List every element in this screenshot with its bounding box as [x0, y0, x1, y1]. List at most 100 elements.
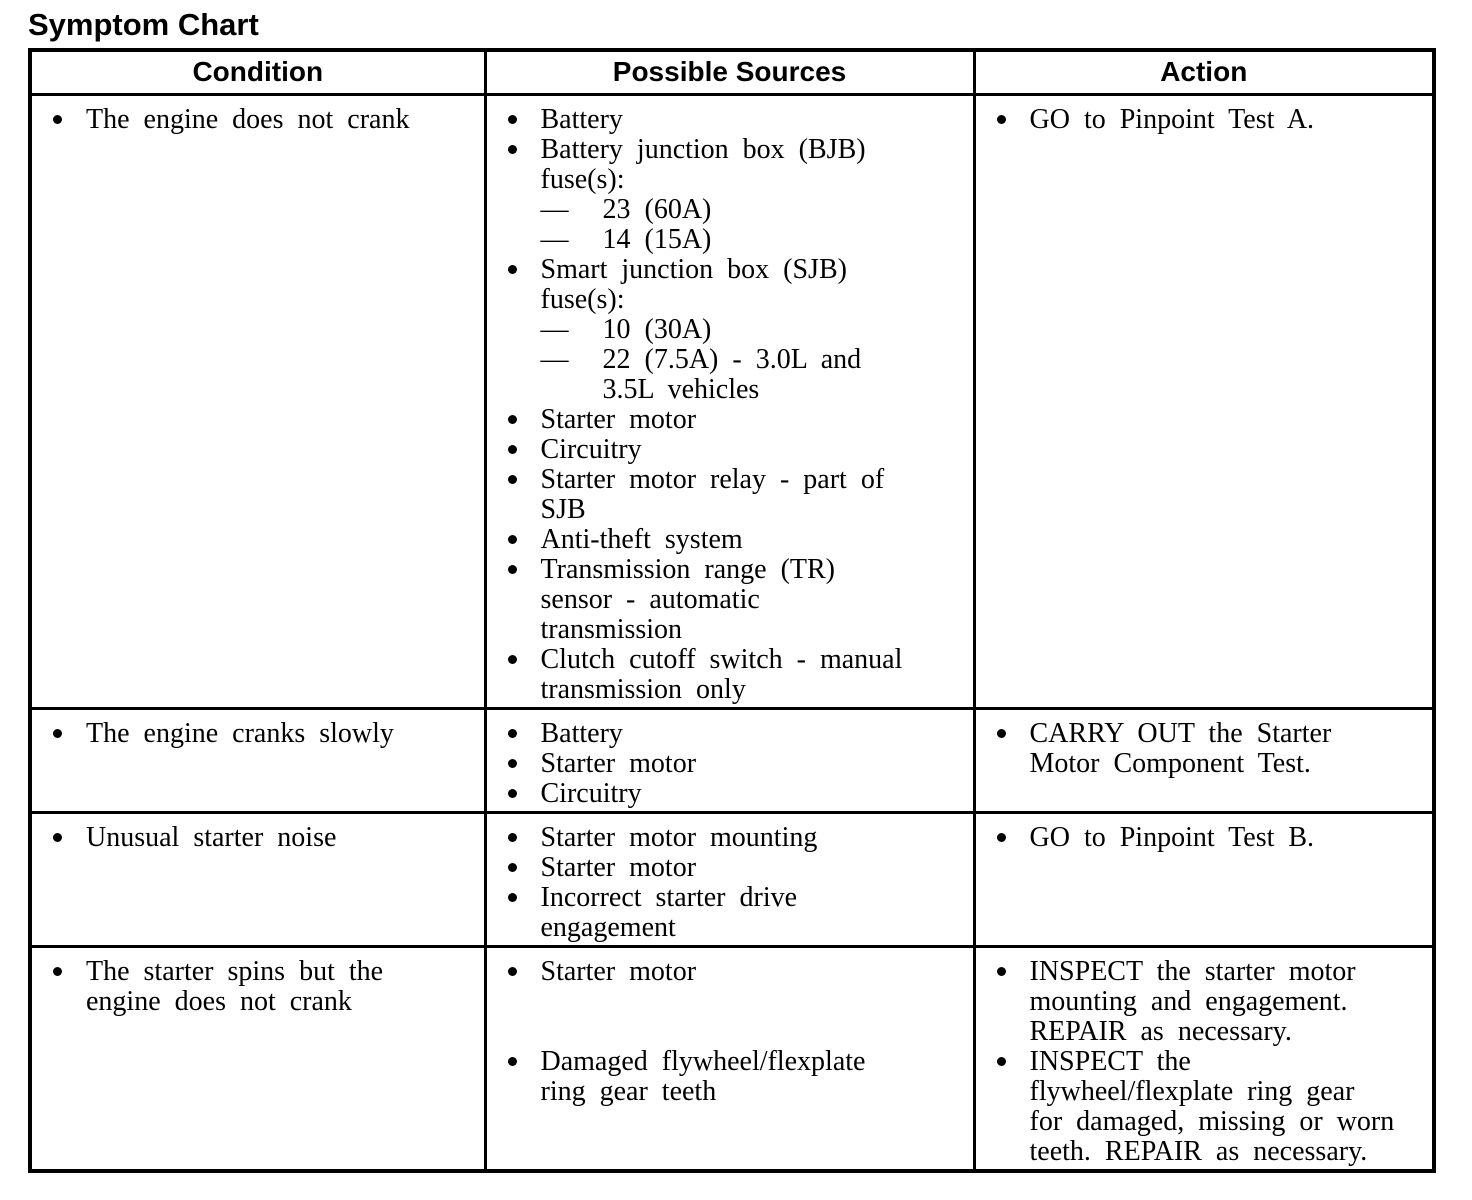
sub-list-item-text: 22 (7.5A) - 3.0L and 3.5L vehicles [602, 344, 862, 405]
action-cell: CARRY OUT the Starter Motor Component Te… [972, 707, 1436, 814]
list-item: Circuitry [501, 779, 967, 809]
column-header-action: Action [972, 48, 1436, 96]
list-item-text: Circuitry [540, 778, 642, 809]
sub-list-item: — 23 (60A) [541, 195, 967, 225]
table-header-row: Condition Possible Sources Action [28, 48, 1436, 96]
bullet-icon [996, 1057, 1006, 1066]
list-item-text: Starter motor mounting [540, 822, 818, 853]
condition-cell: The starter spins but the engine does no… [28, 945, 487, 1173]
bullet-icon [507, 535, 517, 544]
column-header-condition: Condition [28, 48, 487, 96]
sub-list-item-text: 23 (60A) [602, 194, 712, 225]
dash-icon: — [540, 194, 569, 225]
list-item-text: The starter spins but the engine does no… [86, 956, 384, 1017]
bullet-icon [53, 967, 62, 976]
bullet-icon [507, 789, 517, 798]
bullet-icon [507, 655, 517, 664]
page-title: Symptom Chart [28, 7, 259, 42]
list-item-text: Damaged flywheel/flexplate ring gear tee… [540, 1046, 866, 1107]
bullet-icon [507, 565, 517, 574]
action-cell: GO to Pinpoint Test A. [972, 93, 1436, 710]
list-item-text: GO to Pinpoint Test A. [1029, 104, 1315, 135]
action-cell: GO to Pinpoint Test B. [972, 811, 1436, 948]
list-item: Damaged flywheel/flexplate ring gear tee… [501, 1047, 967, 1107]
bullet-icon [507, 863, 517, 872]
bullet-icon [507, 833, 517, 842]
list-item: INSPECT the flywheel/flexplate ring gear… [990, 1047, 1427, 1167]
list-item-text: Starter motor [540, 748, 697, 779]
bullet-icon [53, 729, 62, 738]
list-item-text: Incorrect starter drive engagement [540, 882, 798, 943]
list-item-text: Anti-theft system [540, 524, 743, 555]
sub-list-item: —22 (7.5A) - 3.0L and 3.5L vehicles [541, 345, 967, 405]
bullet-icon [996, 729, 1006, 738]
list-item-text: Clutch cutoff switch - manual transmissi… [540, 644, 903, 705]
dash-icon: — [540, 314, 569, 345]
list-item-text: GO to Pinpoint Test B. [1029, 822, 1315, 853]
bullet-icon [507, 729, 517, 738]
bullet-icon [507, 415, 517, 424]
bullet-icon [996, 833, 1006, 842]
list-item: Smart junction box (SJB) fuse(s): [501, 255, 967, 315]
list-item-text: Starter motor [540, 956, 697, 987]
sub-list-item: — 10 (30A) [541, 315, 967, 345]
list-item-text: Starter motor [540, 852, 697, 883]
table-row: The starter spins but the engine does no… [28, 945, 1436, 1173]
list-item: Starter motor relay - part of SJB [501, 465, 967, 525]
list-item: Starter motor [501, 957, 967, 987]
condition-cell: Unusual starter noise [28, 811, 487, 948]
list-item: Starter motor [501, 853, 967, 883]
list-item: The engine cranks slowly [46, 719, 478, 749]
sub-list-item-text: 14 (15A) [602, 224, 712, 255]
list-item-text: Unusual starter noise [86, 822, 337, 853]
list-item-text: INSPECT the starter motor mounting and e… [1029, 956, 1356, 1047]
list-item: Battery junction box (BJB) fuse(s): [501, 135, 967, 195]
bullet-icon [507, 115, 517, 124]
list-item-text: Transmission range (TR) sensor - automat… [540, 554, 836, 645]
list-item: Battery [501, 105, 967, 135]
list-item-text: Smart junction box (SJB) fuse(s): [540, 254, 847, 315]
list-item-text: The engine cranks slowly [86, 718, 394, 749]
bullet-icon [507, 475, 517, 484]
list-item-text: Battery [540, 718, 623, 749]
list-item-text: Starter motor relay - part of SJB [540, 464, 885, 525]
bullet-icon [996, 115, 1006, 124]
list-item: INSPECT the starter motor mounting and e… [990, 957, 1427, 1047]
list-item-text: Battery [540, 104, 623, 135]
bullet-icon [507, 759, 517, 768]
sub-list-item-text: 10 (30A) [602, 314, 712, 345]
list-item: Unusual starter noise [46, 823, 478, 853]
column-header-possible-sources: Possible Sources [483, 48, 976, 96]
list-item: CARRY OUT the Starter Motor Component Te… [990, 719, 1427, 779]
list-item-text: Starter motor [540, 404, 697, 435]
bullet-icon [507, 893, 517, 902]
list-item: GO to Pinpoint Test B. [990, 823, 1427, 853]
table-row: Unusual starter noise Starter motor mount… [28, 811, 1436, 948]
bullet-icon [507, 445, 517, 454]
list-item: Circuitry [501, 435, 967, 465]
condition-cell: The engine cranks slowly [28, 707, 487, 814]
list-item: GO to Pinpoint Test A. [990, 105, 1427, 135]
list-item-text: CARRY OUT the Starter Motor Component Te… [1029, 718, 1332, 779]
list-item-text: Circuitry [540, 434, 642, 465]
list-item: Clutch cutoff switch - manual transmissi… [501, 645, 967, 705]
symptom-chart-table: Condition Possible Sources Action The en… [28, 48, 1436, 1173]
bullet-icon [507, 145, 517, 154]
list-item: Anti-theft system [501, 525, 967, 555]
bullet-icon [507, 967, 517, 976]
list-item: Battery [501, 719, 967, 749]
list-item: Starter motor [501, 749, 967, 779]
list-item: Starter motor mounting [501, 823, 967, 853]
list-item: Incorrect starter drive engagement [501, 883, 967, 943]
bullet-icon [53, 115, 62, 124]
dash-icon: — [540, 224, 569, 255]
bullet-icon [996, 967, 1006, 976]
list-item: Transmission range (TR) sensor - automat… [501, 555, 967, 645]
